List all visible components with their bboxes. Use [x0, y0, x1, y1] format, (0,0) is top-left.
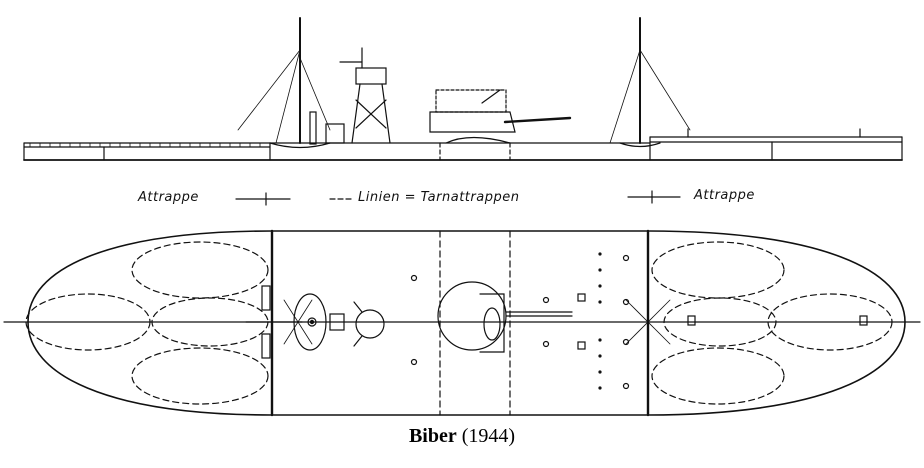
ship-year: (1944)	[461, 425, 516, 447]
control-tower	[339, 47, 391, 144]
main-mast	[609, 17, 691, 148]
legend-symbols	[235, 190, 681, 206]
figure-caption: Biber (1944)	[0, 425, 924, 448]
left-decoy-ellipses	[25, 241, 269, 405]
legend-left-label: Attrappe	[138, 190, 199, 205]
turret-plan	[437, 281, 573, 353]
fore-mast-plan	[245, 293, 327, 351]
right-decoy-ellipses	[651, 241, 893, 405]
main-mast-plan	[625, 299, 671, 345]
left-deck-railing	[29, 142, 261, 148]
main-gun-turret	[429, 89, 572, 144]
hull-outline	[27, 230, 906, 416]
fore-mast	[237, 17, 331, 149]
ship-name: Biber	[408, 425, 457, 447]
legend-center-label: Linien = Tarnattrappen	[358, 190, 520, 205]
legend-right-label: Attrappe	[694, 188, 755, 203]
side-profile-view	[23, 17, 903, 161]
plan-view	[3, 229, 921, 417]
